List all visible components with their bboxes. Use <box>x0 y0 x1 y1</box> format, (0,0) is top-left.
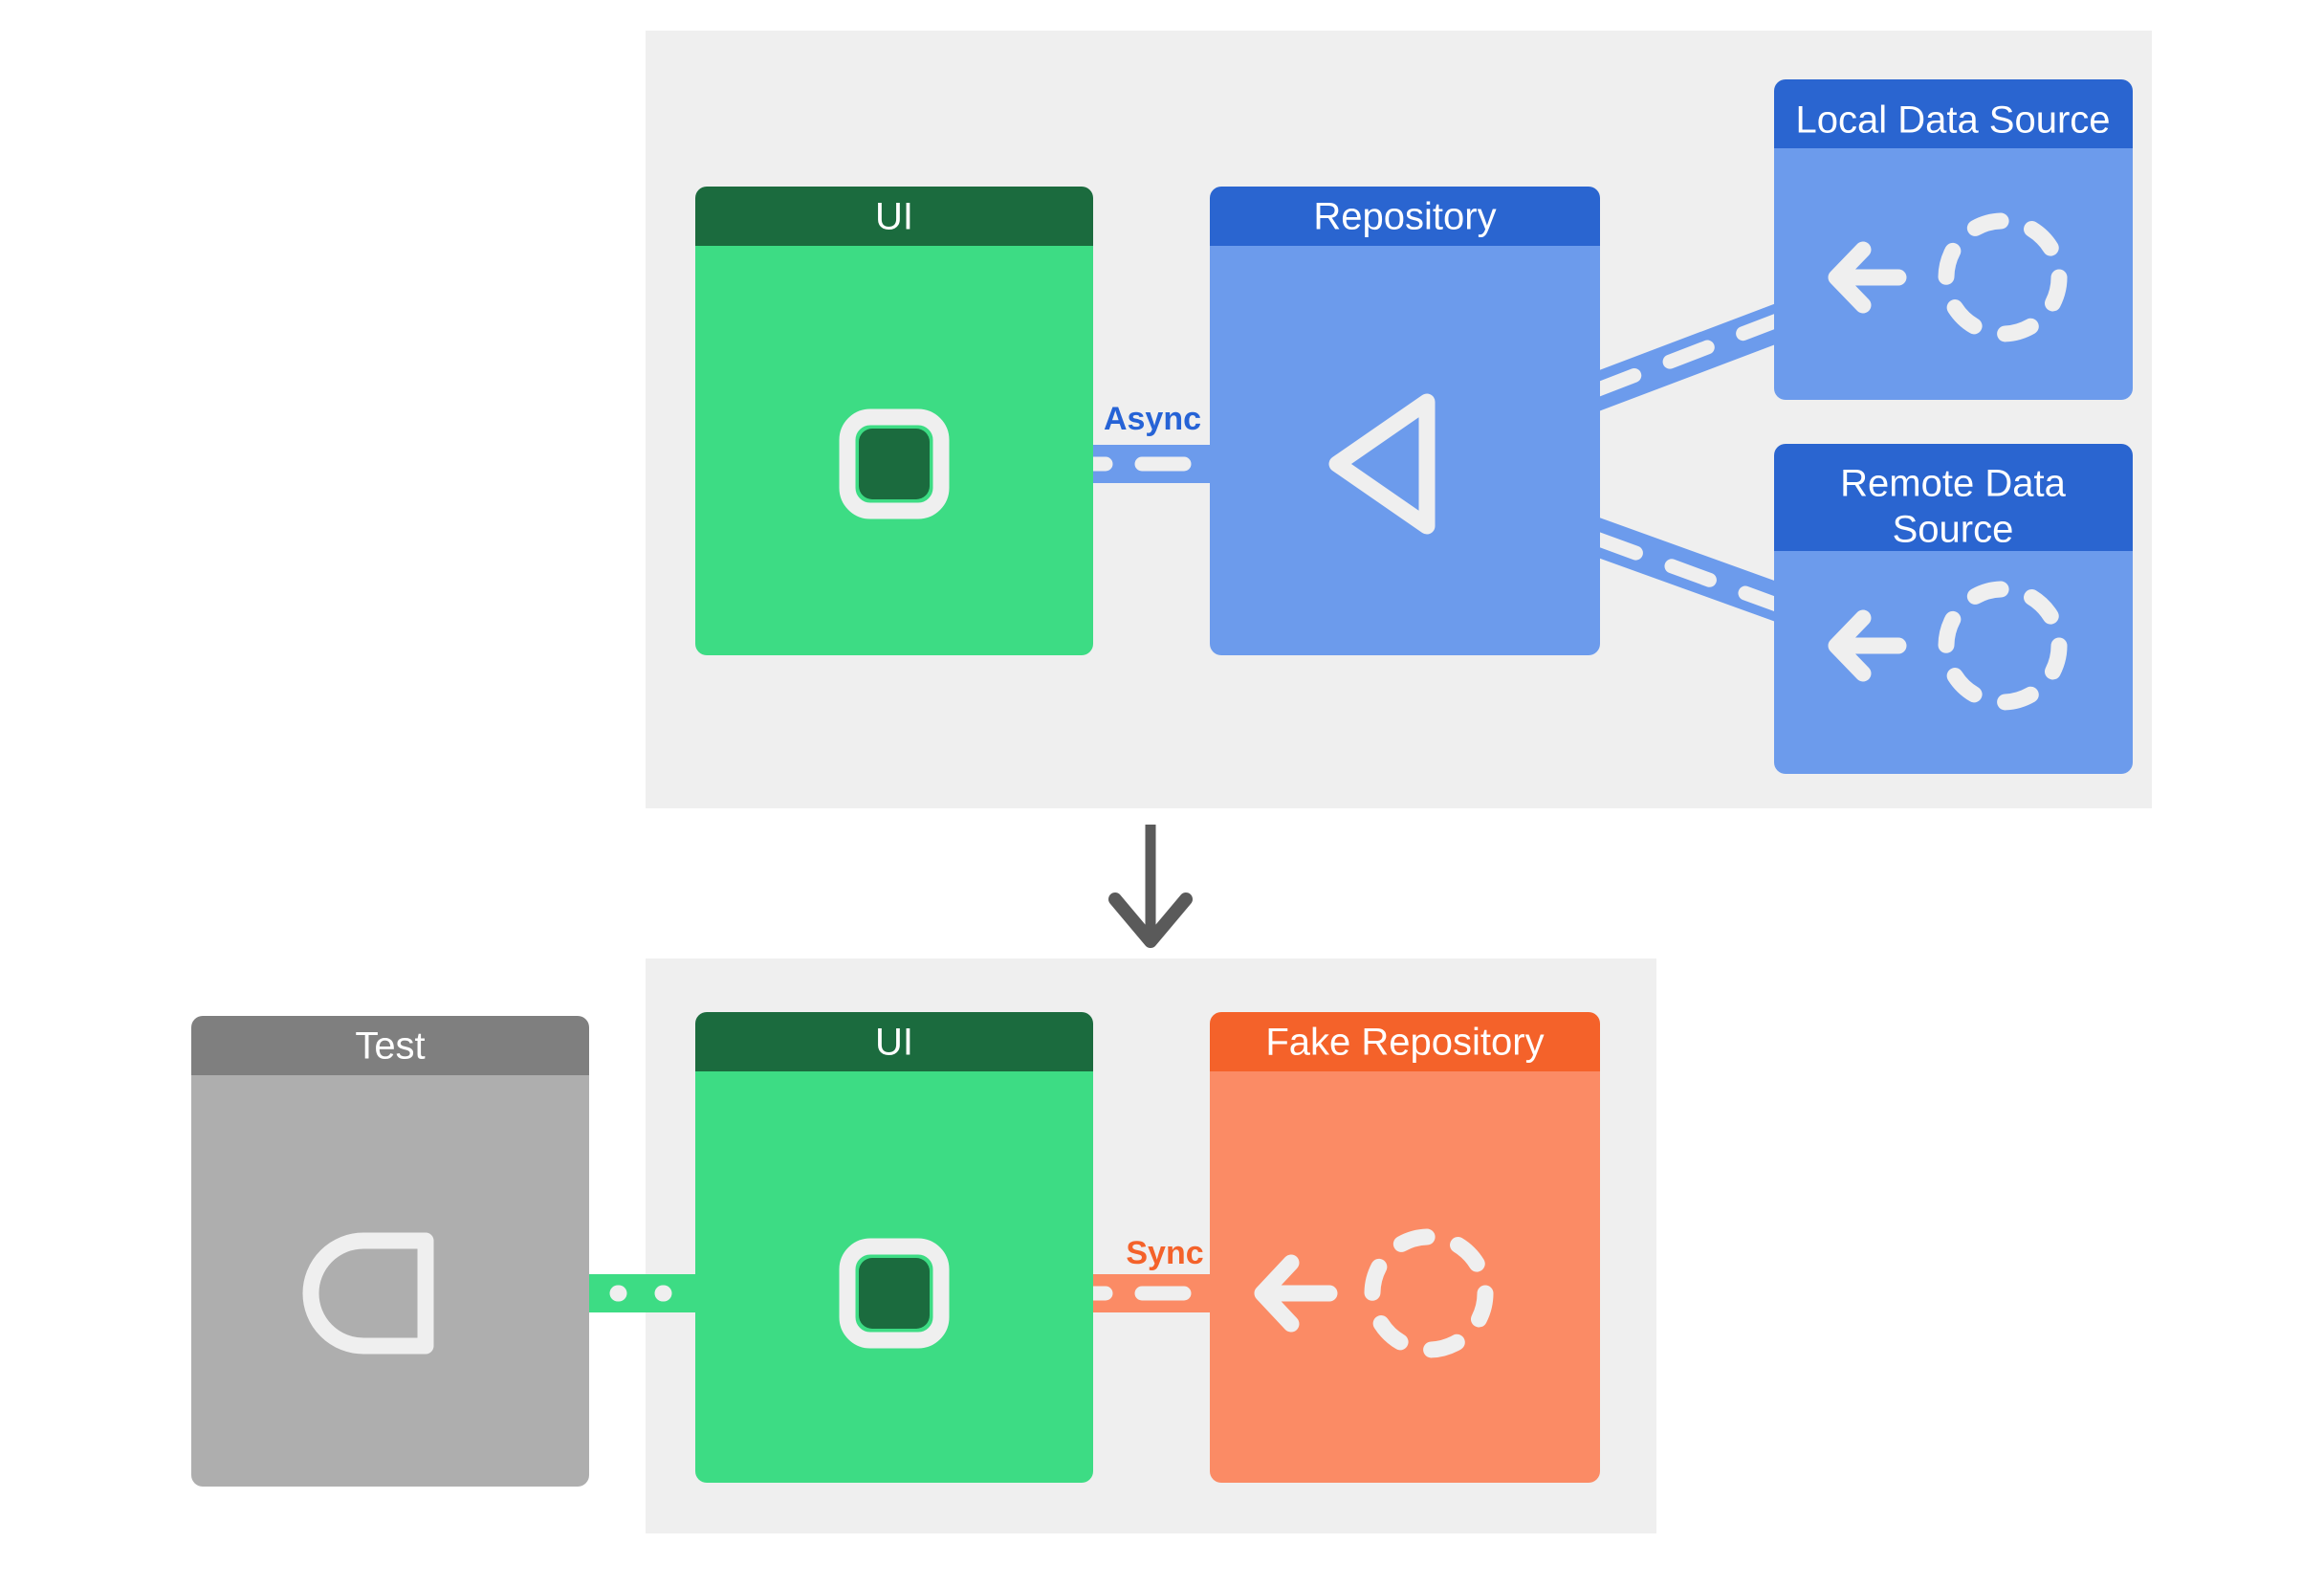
card-header-background <box>1210 187 1600 246</box>
card-header-background <box>695 187 1093 246</box>
icon-triangle <box>1328 393 1436 535</box>
icon-dashed-circle <box>1938 212 2068 342</box>
card-header-background <box>1774 79 2133 148</box>
card-title: UI <box>875 1022 913 1064</box>
connector-label-sync: Sync <box>1126 1235 1203 1271</box>
icon-left-arrow <box>1828 241 1907 314</box>
arrow-head <box>1254 1254 1300 1333</box>
card-test-harness[interactable]: Test <box>191 1016 589 1487</box>
card-ui-production[interactable]: UI <box>695 187 1093 655</box>
card-header-background <box>1774 444 2133 551</box>
rounded-square-icon <box>839 408 950 519</box>
card-body-background <box>1210 246 1600 655</box>
card-title-line1: Remote Data <box>1840 463 2066 505</box>
card-body-background <box>1774 551 2133 774</box>
icon-left-arrow <box>1254 1254 1338 1333</box>
card-title: UI <box>875 196 913 238</box>
card-local-data-source[interactable]: Local Data Source <box>1774 79 2133 400</box>
card-repository-production[interactable]: Repository <box>1210 187 1600 655</box>
card-title: Test <box>355 1025 425 1068</box>
downward-flow-arrow <box>1108 825 1193 948</box>
dashed-circle-with-arrow-icon <box>1254 1228 1494 1358</box>
dashed-circle-with-arrow-icon <box>1828 581 2068 711</box>
icon-outline <box>839 1238 950 1349</box>
socket-icon <box>302 1232 434 1355</box>
card-body-background <box>191 1075 589 1487</box>
card-title: Fake Repository <box>1265 1022 1544 1064</box>
icon-dashed-circle <box>1938 581 2068 711</box>
icon-dashed-circle <box>1364 1228 1494 1358</box>
icon-socket-outline <box>302 1232 434 1355</box>
connector-label-async: Async <box>1104 401 1201 437</box>
card-title: Repository <box>1313 196 1496 238</box>
flow-arrow-head <box>1108 893 1193 948</box>
card-title: Local Data Source <box>1795 99 2110 142</box>
icon-left-arrow <box>1828 609 1907 682</box>
icon-fill <box>859 1258 930 1329</box>
card-header-background <box>191 1016 589 1075</box>
card-ui-test[interactable]: UI <box>695 1012 1093 1483</box>
card-body-background <box>1210 1071 1600 1483</box>
card-remote-data-source[interactable]: Remote Data Source <box>1774 444 2133 774</box>
dashed-circle-with-arrow-icon <box>1828 212 2068 342</box>
merge-triangle-icon <box>1328 393 1436 535</box>
arrow-head <box>1828 241 1872 314</box>
card-header-background <box>1210 1012 1600 1071</box>
icon-outline <box>839 408 950 519</box>
arrow-head <box>1828 609 1872 682</box>
rounded-square-icon <box>839 1238 950 1349</box>
card-header-background <box>695 1012 1093 1071</box>
card-title-line2: Source <box>1893 509 2014 551</box>
card-fake-repository[interactable]: Fake Repository <box>1210 1012 1600 1483</box>
icon-fill <box>859 429 930 499</box>
